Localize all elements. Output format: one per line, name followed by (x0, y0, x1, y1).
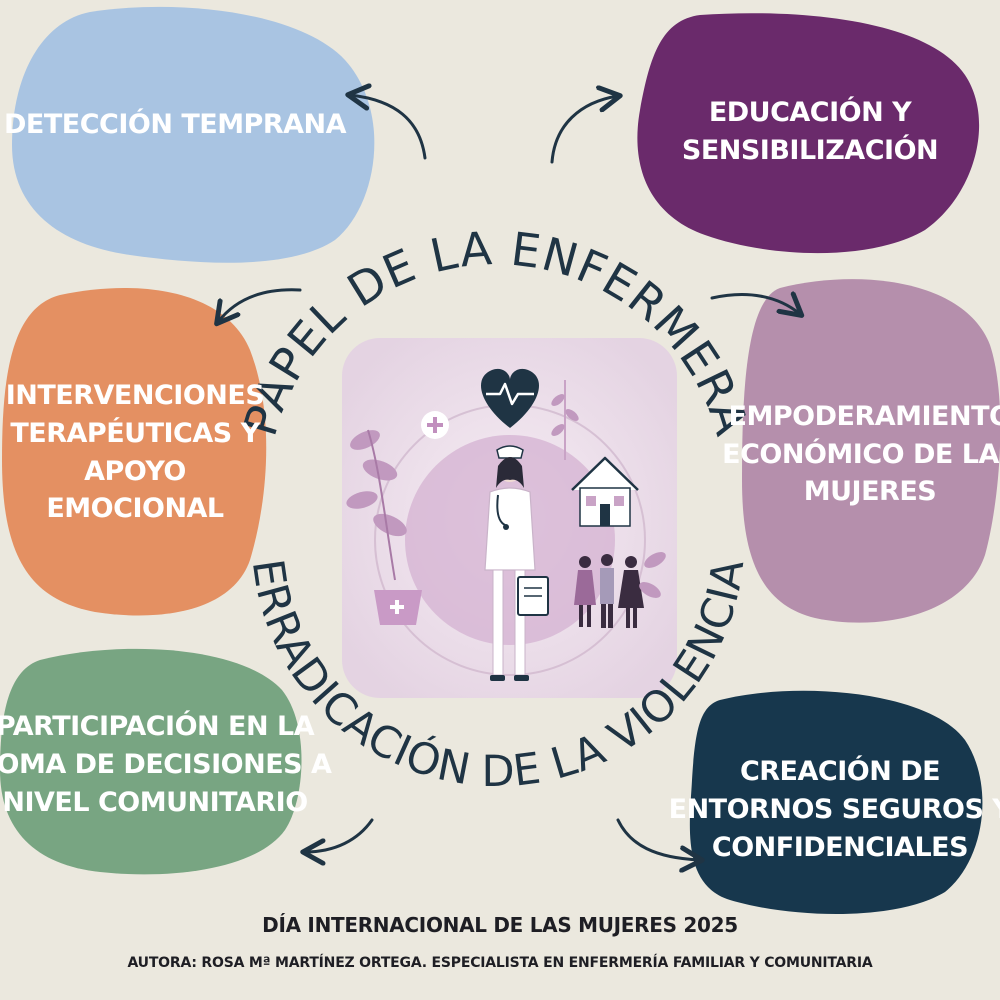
creacion-line-3: CONFIDENCIALES (711, 831, 969, 863)
central-illustration (342, 338, 677, 698)
footer-subtitle: AUTORA: ROSA Mª MARTÍNEZ ORTEGA. ESPECIA… (127, 955, 873, 971)
blob-text-creacion: CREACIÓN DE ENTORNOS SEGUROS Y CONFIDENC… (669, 730, 1000, 890)
medical-pot-icon (374, 590, 422, 625)
blob-text-educacion: EDUCACIÓN Y SENSIBILIZACIÓN (650, 72, 970, 192)
arrow-to-intervenciones (218, 288, 302, 322)
blob-participacion (0, 648, 302, 875)
empoderamiento-line-2: ECONÓMICO DE LAS (722, 438, 1000, 470)
arrow-to-participacion (305, 818, 374, 852)
intervenciones-line-3: APOYO (84, 455, 186, 487)
house-icon (571, 456, 639, 527)
arrow-to-educacion (550, 96, 618, 164)
nurse-figure-icon (484, 445, 549, 681)
participacion-line-3: NIVEL COMUNITARIO (2, 786, 308, 818)
participacion-line-2: TOMA DE DECISIONES A (0, 749, 332, 781)
creacion-line-1: CREACIÓN DE (739, 756, 941, 788)
blob-educacion (637, 13, 980, 254)
blob-text-intervenciones: INTERVENCIONES TERAPÉUTICAS Y APOYO EMOC… (6, 340, 265, 565)
family-figures-icon (574, 554, 644, 628)
blob-creacion (689, 690, 983, 915)
empoderamiento-line-3: MUJERES (803, 476, 937, 508)
creacion-line-2: ENTORNOS SEGUROS Y (668, 794, 1000, 826)
intervenciones-line-4: EMOCIONAL (46, 493, 224, 525)
blob-text-empoderamiento: EMPODERAMIENTO ECONÓMICO DE LAS MUJERES (722, 372, 1000, 537)
empoderamiento-line-1: EMPODERAMIENTO (728, 400, 1000, 432)
footer-title: DÍA INTERNACIONAL DE LAS MUJERES 2025 (262, 913, 738, 937)
blob-text-participacion: PARTICIPACIÓN EN LA TOMA DE DECISIONES A… (0, 685, 332, 845)
participacion-line-1: PARTICIPACIÓN EN LA (0, 711, 315, 743)
arrow-to-empoderamiento (710, 295, 800, 314)
medical-cross-icon (421, 411, 449, 439)
connector-arrows (218, 95, 800, 860)
arrow-to-deteccion (350, 95, 427, 160)
blob-intervenciones (2, 287, 267, 616)
arrow-to-creacion (616, 818, 700, 860)
deteccion-line-1: DETECCIÓN TEMPRANA (3, 109, 347, 141)
intervenciones-line-1: INTERVENCIONES (5, 379, 265, 411)
branch-icon (551, 380, 666, 598)
blob-text-deteccion: DETECCIÓN TEMPRANA (4, 90, 347, 160)
intervenciones-line-2: TERAPÉUTICAS Y (10, 417, 260, 449)
plant-icon (346, 429, 407, 581)
heart-icon (480, 368, 540, 428)
educacion-line-1: EDUCACIÓN Y (708, 97, 912, 129)
blob-empoderamiento (742, 279, 1000, 623)
educacion-line-2: SENSIBILIZACIÓN (681, 135, 939, 166)
blob-deteccion (12, 6, 375, 263)
